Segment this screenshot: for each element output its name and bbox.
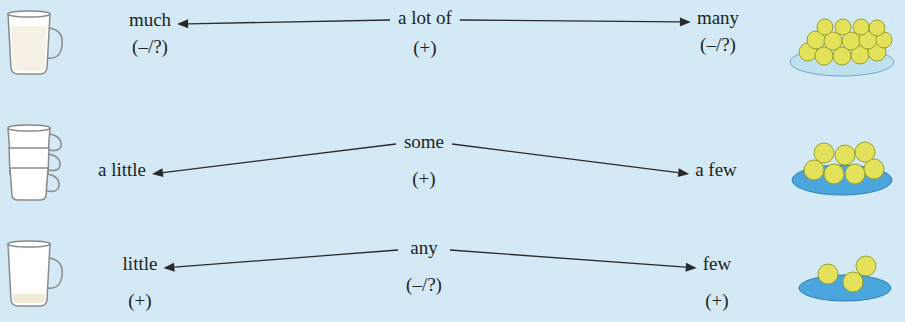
word-node: much (–/?) (129, 8, 171, 59)
word-node: any (–/?) (406, 236, 442, 297)
word-node: some (+) (404, 130, 444, 191)
quantifier-word: much (129, 8, 171, 32)
arrow (163, 250, 398, 272)
arrow-head (152, 168, 163, 177)
quantifier-word: little (123, 252, 158, 276)
arrow (450, 250, 697, 272)
usage-mark: (+) (404, 167, 444, 191)
arrow-head (177, 19, 188, 28)
word-node: a little (98, 158, 146, 182)
word-node: a few (695, 158, 737, 182)
arrow-head (163, 263, 174, 272)
quantifier-word: a lot of (398, 6, 452, 30)
quantifier-word: any (406, 236, 442, 260)
arrow (152, 144, 396, 177)
mug-icon (8, 241, 62, 306)
usage-mark: (+) (703, 289, 731, 313)
arrow-head (685, 263, 696, 272)
usage-mark: (+) (398, 36, 452, 60)
arrow-line (188, 20, 390, 24)
arrow (460, 17, 691, 26)
word-node: many (–/?) (697, 6, 739, 57)
quantifier-word: a few (695, 158, 737, 182)
arrow-line (460, 20, 680, 22)
apples-plate (799, 256, 891, 301)
usage-mark: (–/?) (697, 33, 739, 57)
word-node: little (+) (123, 252, 158, 313)
usage-mark: (+) (123, 289, 158, 313)
usage-mark: (–/?) (406, 273, 442, 297)
mugs-icon (8, 125, 61, 200)
arrow-head (680, 17, 691, 26)
arrow (177, 19, 390, 28)
arrow-line (452, 144, 678, 173)
arrow-line (163, 144, 396, 173)
usage-mark: (–/?) (129, 35, 171, 59)
apples-plate (792, 142, 892, 195)
apples-plate (790, 19, 894, 76)
quantifier-word: few (703, 252, 731, 276)
quantifier-word: many (697, 6, 739, 30)
arrow (452, 144, 689, 177)
quantifier-word: some (404, 130, 444, 154)
arrow-line (450, 250, 686, 267)
word-node: a lot of (+) (398, 6, 452, 60)
quantifier-word: a little (98, 158, 146, 182)
arrow-line (174, 250, 398, 267)
mug-icon (8, 11, 62, 74)
arrow-head (678, 168, 689, 177)
word-node: few (+) (703, 252, 731, 313)
